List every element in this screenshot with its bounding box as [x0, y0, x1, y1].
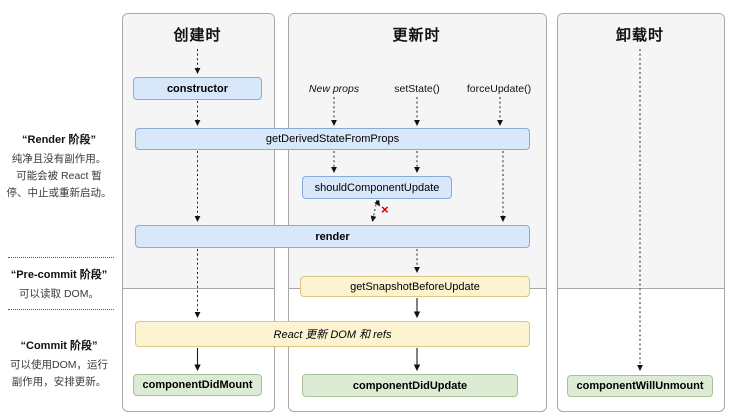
phase-render-description: 纯净且没有副作用。 可能会被 React 暂 停、中止或重新启动。	[6, 153, 112, 199]
trigger-force-update: forceUpdate()	[466, 83, 532, 95]
trigger-set-state: setState()	[394, 83, 440, 95]
panel-unmounting	[557, 13, 725, 412]
box-get-derived-state-from-props: getDerivedStateFromProps	[135, 128, 530, 150]
trigger-new-props: New props	[308, 83, 360, 95]
phase-precommit-title: “Pre-commit 阶段”	[10, 269, 108, 281]
render-phase-region	[558, 14, 724, 289]
panel-mounting	[122, 13, 275, 412]
phase-precommit-note: “Pre-commit 阶段” 可以读取 DOM。	[2, 266, 116, 303]
box-get-snapshot-before-update: getSnapshotBeforeUpdate	[300, 276, 530, 297]
box-constructor: constructor	[133, 77, 262, 100]
box-component-did-mount: componentDidMount	[133, 374, 262, 396]
column-title-updating: 更新时	[392, 27, 441, 44]
phase-divider	[8, 257, 114, 258]
phase-precommit-description: 可以读取 DOM。	[19, 288, 99, 300]
box-component-did-update: componentDidUpdate	[302, 374, 518, 397]
phase-render-note: “Render 阶段” 纯净且没有副作用。 可能会被 React 暂 停、中止或…	[2, 131, 116, 201]
box-react-updates-dom: React 更新 DOM 和 refs	[135, 321, 530, 347]
box-component-will-unmount: componentWillUnmount	[567, 375, 713, 397]
box-should-component-update: shouldComponentUpdate	[302, 176, 452, 199]
phase-commit-description: 可以使用DOM，运行 副作用，安排更新。	[10, 359, 108, 388]
column-title-mounting: 创建时	[173, 27, 222, 44]
phase-render-title: “Render 阶段”	[22, 134, 96, 146]
phase-divider	[8, 309, 114, 310]
phase-commit-note: “Commit 阶段” 可以使用DOM，运行 副作用，安排更新。	[2, 337, 116, 391]
box-render: render	[135, 225, 530, 248]
column-title-unmounting: 卸载时	[615, 27, 664, 44]
panel-updating	[288, 13, 547, 412]
phase-commit-title: “Commit 阶段”	[20, 340, 98, 352]
skip-update-x-mark: ×	[381, 202, 389, 217]
